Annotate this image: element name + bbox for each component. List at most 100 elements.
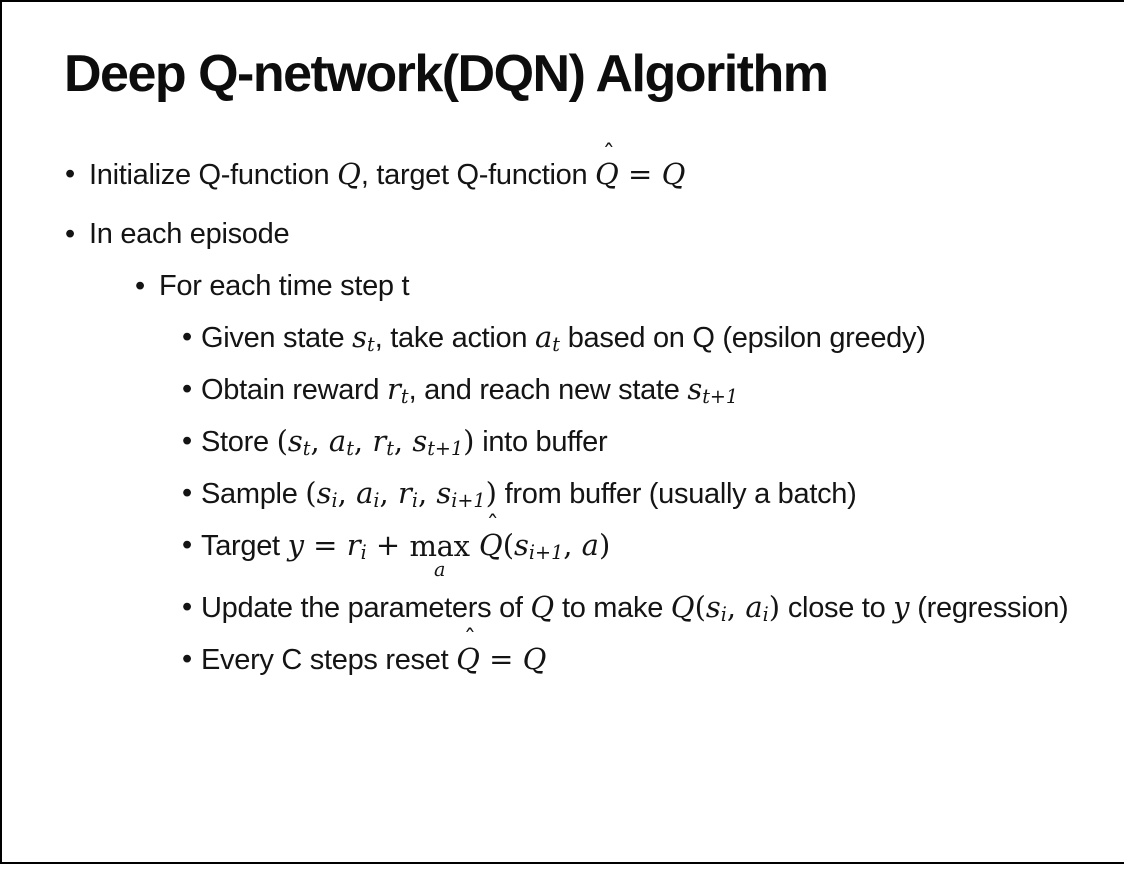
text-segment: Target [201, 530, 288, 562]
math-variable: Q [530, 589, 555, 624]
math-variable: ai [356, 476, 380, 513]
math-variable: st+1 [687, 372, 739, 409]
text-segment: Obtain reward [201, 374, 387, 406]
math-text-segment: = [618, 157, 662, 191]
math-text-segment: , [337, 476, 357, 510]
list-item-text: Given state st, take action at based on … [201, 315, 926, 361]
math-variable: a [581, 528, 599, 562]
math-text-segment: ( [502, 528, 515, 562]
math-variable: ai [745, 589, 769, 626]
math-variable: si+1 [514, 528, 564, 565]
bullet-icon: • [182, 529, 192, 561]
list-item-text: Store (st, at, rt, st+1) into buffer [201, 419, 608, 465]
text-segment: Initialize Q-function [89, 159, 338, 191]
math-variable: rt [387, 372, 409, 409]
hat-accent: ˆ [602, 139, 615, 169]
math-text-segment: ) [598, 528, 611, 562]
hat-accent: ˆ [463, 623, 477, 653]
math-variable: at [328, 424, 354, 461]
math-variable: at [534, 320, 560, 357]
math-variable: rt [372, 424, 394, 461]
math-text-segment: ) [485, 476, 497, 510]
math-text-segment: , [379, 476, 398, 510]
text-segment: , take action [374, 322, 535, 354]
math-text-segment: ( [276, 424, 288, 458]
slide-title: Deep Q-network(DQN) Algorithm [64, 45, 829, 103]
math-variable: st [352, 320, 375, 357]
bullet-icon: • [182, 642, 192, 675]
list-item-text: Sample (si, ai, ri, si+1) from buffer (u… [201, 471, 857, 517]
math-variable: si+1 [436, 476, 486, 513]
math-text-segment: = [479, 641, 523, 676]
list-item-text: Obtain reward rt, and reach new state st… [201, 367, 738, 413]
math-text-segment: , [726, 589, 746, 624]
text-segment: In each episode [89, 218, 290, 250]
list-item: • Obtain reward rt, and reach new state s… [2, 367, 1094, 413]
list-item-text: In each episode [89, 212, 290, 257]
text-segment: Update the parameters of [201, 591, 531, 624]
math-variable: st [287, 424, 311, 461]
list-item: • Initialize Q-function Q , target Q-funct… [2, 139, 1094, 198]
text-segment: Store [201, 426, 277, 458]
bullet-list: • Initialize Q-function Q , target Q-funct… [2, 139, 1124, 683]
math-variable: y [893, 589, 910, 624]
math-variable: si [316, 476, 338, 513]
math-variable: Q [661, 157, 686, 191]
text-segment: into buffer [474, 426, 608, 458]
bullet-icon: • [65, 158, 75, 190]
list-item-text: For each time step t [159, 264, 410, 309]
math-text-segment: , [353, 424, 373, 458]
list-item-text: Update the parameters of Q to make Q(si,… [201, 585, 1069, 631]
bullet-icon: • [135, 270, 145, 302]
math-text-segment: , [417, 476, 437, 510]
math-text-segment: ( [694, 589, 706, 624]
bullet-icon: • [182, 373, 192, 405]
list-item: •Given state st, take action at based on… [2, 315, 1094, 361]
math-text-segment: + [366, 528, 410, 562]
text-segment: based on Q (epsilon greedy) [559, 322, 926, 354]
text-segment: from buffer (usually a batch) [496, 478, 857, 510]
list-item: • Store (st, at, rt, st+1) into buffer [2, 419, 1094, 465]
list-item: •Update the parameters of Q to make Q(si… [2, 585, 1094, 631]
math-variable: si [705, 589, 727, 626]
list-item: • In each episode [2, 212, 1094, 257]
math-text-segment [470, 528, 479, 562]
math-text-segment: , [310, 424, 329, 458]
text-segment: to make [554, 591, 671, 624]
math-variable: Q [522, 641, 547, 676]
hat-accent: ˆ [486, 510, 499, 540]
math-text-segment: ) [768, 589, 781, 624]
text-segment: For each time step t [159, 270, 410, 302]
math-text-segment: ) [463, 424, 475, 458]
bullet-icon: • [182, 477, 192, 509]
bullet-icon: • [182, 590, 192, 623]
list-item: • For each time step t [2, 264, 1094, 309]
text-segment: , and reach new state [408, 374, 688, 406]
math-text-segment: , [393, 424, 413, 458]
list-item: • Sample (si, ai, ri, si+1) from buffer (… [2, 471, 1094, 517]
bullet-icon: • [65, 218, 75, 250]
math-variable: ri [397, 476, 418, 513]
text-segment: close to [780, 591, 894, 624]
text-segment: Given state [201, 322, 353, 354]
list-item-text: Initialize Q-function Q , target Q-functi… [89, 139, 686, 198]
text-segment: , target Q-function [360, 159, 596, 191]
math-variable: y [287, 528, 304, 562]
math-variable: Q [670, 589, 695, 624]
math-text-segment: ( [305, 476, 317, 510]
math-text-segment: = [303, 528, 347, 562]
math-text-segment: , [563, 528, 582, 562]
text-segment: Every C steps reset [201, 643, 457, 676]
math-variable: st+1 [412, 424, 464, 461]
text-segment: (regression) [909, 591, 1069, 624]
text-segment: Sample [201, 478, 306, 510]
math-variable: ri [346, 528, 367, 565]
bullet-icon: • [182, 425, 192, 457]
